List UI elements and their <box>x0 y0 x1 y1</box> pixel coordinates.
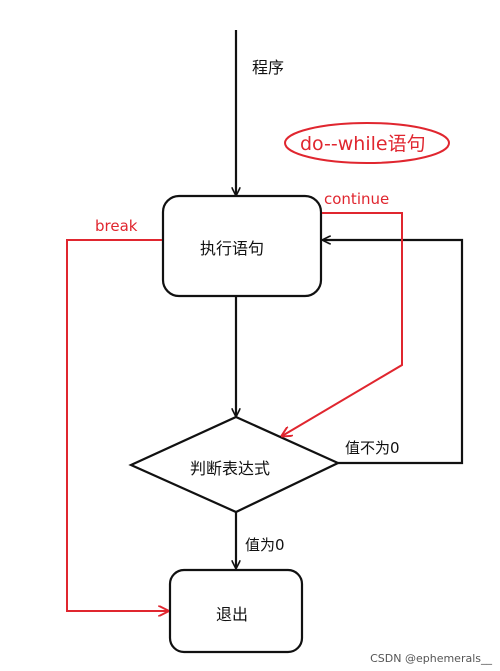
zero-label: 值为0 <box>245 536 285 554</box>
program-label: 程序 <box>252 58 285 77</box>
title-label: do--while语句 <box>300 133 426 155</box>
watermark: CSDN @ephemerals__ <box>370 652 492 665</box>
condition-node-label: 判断表达式 <box>190 459 271 478</box>
loop-back-arrow <box>323 240 464 465</box>
break-arrow <box>66 239 168 611</box>
exit-node <box>168 568 304 654</box>
execute-node-label: 执行语句 <box>200 239 265 258</box>
condition-node <box>128 415 341 514</box>
not-zero-label: 值不为0 <box>345 439 400 457</box>
break-label: break <box>95 217 138 235</box>
continue-label: continue <box>324 190 390 208</box>
execute-node <box>161 194 323 298</box>
exit-node-label: 退出 <box>216 605 249 624</box>
continue-arrow <box>282 212 403 436</box>
title-ellipse <box>284 122 450 164</box>
